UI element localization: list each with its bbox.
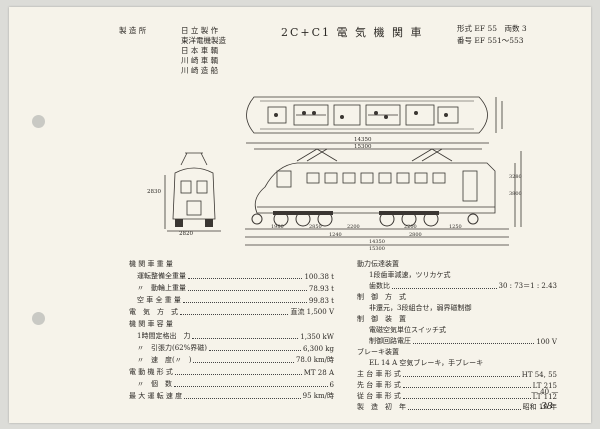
left-spec-row: 〃 引張力(62%界磁)6,300 kg bbox=[137, 344, 334, 353]
left-spec-row: 〃 速 度(〃 )78.0 km/時 bbox=[137, 356, 334, 364]
plan-view-drawing bbox=[246, 96, 503, 150]
dim-side-5: 2800 bbox=[409, 232, 422, 238]
dim-side-6: 1250 bbox=[449, 224, 462, 230]
page-number-lower: 38 bbox=[541, 402, 553, 412]
dim-end-width: 2820 bbox=[179, 231, 193, 237]
dim-plan-body: 14350 bbox=[354, 137, 372, 143]
maker-2: 東洋電機製造 bbox=[181, 36, 226, 45]
left-spec-row: 機 関 車 重 量 bbox=[129, 260, 173, 268]
maker-5: 川 崎 造 船 bbox=[181, 66, 219, 75]
document-page: 製 造 所 日 立 製 作 東洋電機製造 日 本 車 輌 川 崎 車 輌 川 崎… bbox=[9, 7, 591, 423]
dim-side-10: 15300 bbox=[369, 246, 385, 252]
right-spec-row: EL 14 A 空気ブレーキ，手ブレーキ bbox=[369, 359, 484, 367]
dim-side-9: 14350 bbox=[369, 239, 385, 245]
right-spec-row: ブレーキ装置 bbox=[357, 348, 399, 356]
binder-hole-top bbox=[32, 115, 45, 128]
model-line: 形式 EF 55 両数 3 bbox=[457, 24, 527, 33]
dim-height-1: 3280 bbox=[509, 174, 522, 180]
maker-label: 製 造 所 bbox=[119, 26, 147, 35]
dim-end-height: 2830 bbox=[147, 189, 161, 195]
right-spec-row: 非還元，3段組合せ，弱界磁制御 bbox=[369, 304, 472, 312]
right-spec-row: 電磁空気単位スイッチ式 bbox=[369, 326, 446, 334]
right-spec-row: 制 御 方 式 bbox=[357, 293, 406, 301]
dim-side-3: 2200 bbox=[347, 224, 360, 230]
right-spec-row: 1段歯車減速，ツリカケ式 bbox=[369, 271, 451, 279]
maker-1: 日 立 製 作 bbox=[181, 26, 219, 35]
maker-3: 日 本 車 輌 bbox=[181, 46, 219, 55]
right-spec-row: 動力伝達装置 bbox=[357, 260, 399, 268]
page-number-upper: — 40 — bbox=[531, 388, 559, 396]
dim-side-4: 1240 bbox=[329, 232, 342, 238]
number-line: 番号 EF 551～553 bbox=[457, 36, 524, 45]
dim-height-2: 3800 bbox=[509, 191, 522, 197]
left-spec-row: 機 関 車 容 量 bbox=[129, 320, 173, 328]
end-view-drawing bbox=[164, 152, 221, 232]
dim-plan-total: 15300 bbox=[354, 144, 372, 150]
dim-side-7: 2200 bbox=[404, 224, 417, 230]
dim-side-2: 2850 bbox=[309, 224, 322, 230]
binder-hole-bottom bbox=[32, 312, 45, 325]
maker-4: 川 崎 車 輌 bbox=[181, 56, 219, 65]
side-elevation-drawing bbox=[245, 148, 522, 246]
right-spec-row: 制 御 装 置 bbox=[357, 315, 406, 323]
left-spec-row: 電 気 方 式直流 1,500 V bbox=[129, 308, 334, 316]
dim-side-1: 1980 bbox=[271, 224, 284, 230]
right-spec-row: 製 造 初 年昭和 10 年 bbox=[357, 403, 557, 411]
document-title: 2C+C1 電 気 機 関 車 bbox=[281, 26, 424, 39]
